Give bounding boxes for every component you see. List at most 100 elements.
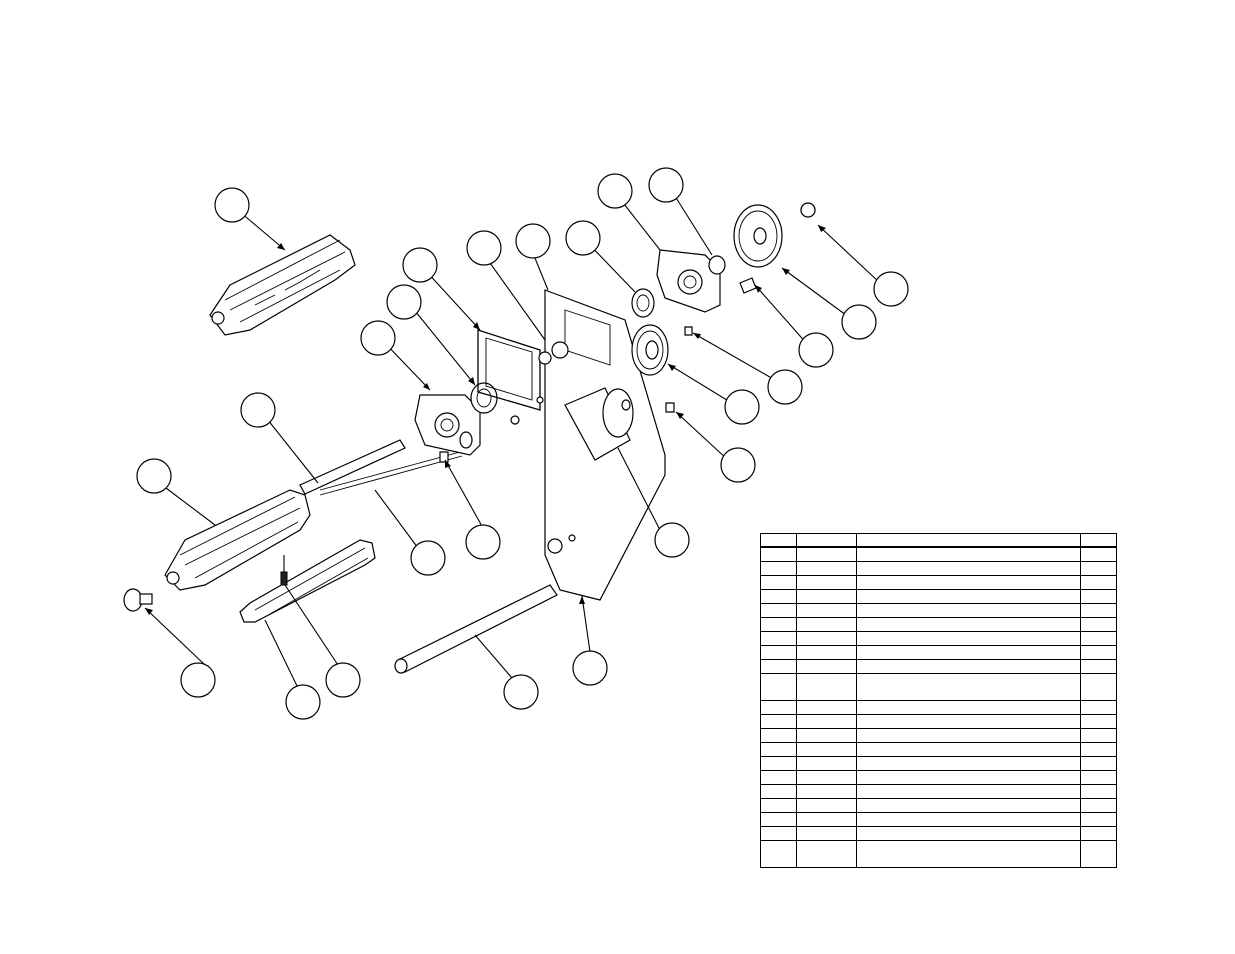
item-balloon: [572, 650, 608, 686]
table-cell: [760, 603, 797, 618]
motor: [564, 387, 634, 461]
table-row: [760, 589, 1117, 604]
table-cell: [1080, 756, 1117, 771]
table-cell: [795, 812, 858, 827]
parts-list-header: [760, 533, 1117, 548]
table-cell: [795, 645, 858, 660]
item-balloon: [648, 167, 684, 203]
table-row: [760, 575, 1117, 590]
table-cell: [760, 700, 797, 715]
table-cell: [856, 673, 1082, 701]
table-cell: [1080, 728, 1117, 743]
table-cell: [856, 700, 1082, 715]
table-cell: [1080, 826, 1117, 841]
table-cell: [795, 673, 858, 701]
large-gear: [733, 204, 783, 268]
table-row: [760, 714, 1117, 729]
table-cell: [760, 589, 797, 604]
item-balloon: [214, 187, 250, 223]
table-cell: [760, 561, 797, 576]
table-cell: [795, 603, 858, 618]
bearing-left: [470, 382, 498, 414]
table-row: [760, 840, 1117, 868]
table-cell: [1080, 603, 1117, 618]
table-cell: [760, 673, 797, 701]
item-balloon: [402, 247, 438, 283]
table-cell: [795, 631, 858, 646]
table-cell: [760, 840, 797, 868]
item-balloon: [285, 684, 321, 720]
table-cell: [760, 714, 797, 729]
table-cell: [1080, 575, 1117, 590]
table-cell: [1080, 812, 1117, 827]
table-row: [760, 631, 1117, 646]
table-cell: [795, 700, 858, 715]
item-balloon: [503, 674, 539, 710]
item-balloon: [386, 284, 422, 320]
table-cell: [856, 659, 1082, 674]
item-balloon: [136, 458, 172, 494]
parts-list-table: [760, 533, 1130, 868]
table-cell: [1080, 840, 1117, 868]
table-cell: [795, 742, 858, 757]
item-balloon: [724, 389, 760, 425]
table-cell: [760, 826, 797, 841]
main-shaft: [299, 439, 463, 496]
table-cell: [856, 589, 1082, 604]
item-balloon: [466, 230, 502, 266]
table-cell: [1080, 589, 1117, 604]
table-row: [760, 728, 1117, 743]
table-cell: [795, 561, 858, 576]
table-cell: [795, 575, 858, 590]
header-cell: [856, 533, 1082, 548]
item-balloon: [465, 524, 501, 560]
table-cell: [760, 546, 797, 562]
table-cell: [1080, 631, 1117, 646]
table-cell: [856, 631, 1082, 646]
table-cell: [760, 798, 797, 813]
table-cell: [795, 826, 858, 841]
item-balloon: [767, 369, 803, 405]
table-row: [760, 784, 1117, 799]
item-balloon: [654, 522, 690, 558]
table-row: [760, 826, 1117, 841]
table-cell: [760, 645, 797, 660]
table-cell: [760, 617, 797, 632]
item-balloon: [325, 662, 361, 698]
bearing-block-right: [656, 249, 721, 313]
table-row: [760, 659, 1117, 674]
table-cell: [795, 784, 858, 799]
table-cell: [1080, 714, 1117, 729]
item-balloon: [873, 271, 909, 307]
table-cell: [1080, 645, 1117, 660]
table-cell: [1080, 617, 1117, 632]
table-cell: [1080, 700, 1117, 715]
table-row: [760, 742, 1117, 757]
thumb-knob: [123, 588, 153, 612]
table-cell: [856, 770, 1082, 785]
item-balloon: [565, 220, 601, 256]
table-cell: [760, 756, 797, 771]
table-row: [760, 673, 1117, 701]
table-cell: [760, 575, 797, 590]
table-row: [760, 561, 1117, 576]
table-cell: [795, 770, 858, 785]
table-cell: [795, 840, 858, 868]
table-cell: [795, 617, 858, 632]
slider-jaw: [239, 539, 376, 623]
table-cell: [1080, 561, 1117, 576]
table-cell: [760, 659, 797, 674]
table-cell: [1080, 659, 1117, 674]
header-cell: [760, 533, 797, 548]
table-cell: [856, 617, 1082, 632]
table-cell: [856, 575, 1082, 590]
table-cell: [856, 728, 1082, 743]
table-cell: [760, 812, 797, 827]
item-balloon: [841, 304, 877, 340]
table-cell: [856, 798, 1082, 813]
header-cell: [795, 533, 858, 548]
table-cell: [795, 756, 858, 771]
bearing-right: [631, 288, 655, 318]
table-cell: [856, 546, 1082, 562]
